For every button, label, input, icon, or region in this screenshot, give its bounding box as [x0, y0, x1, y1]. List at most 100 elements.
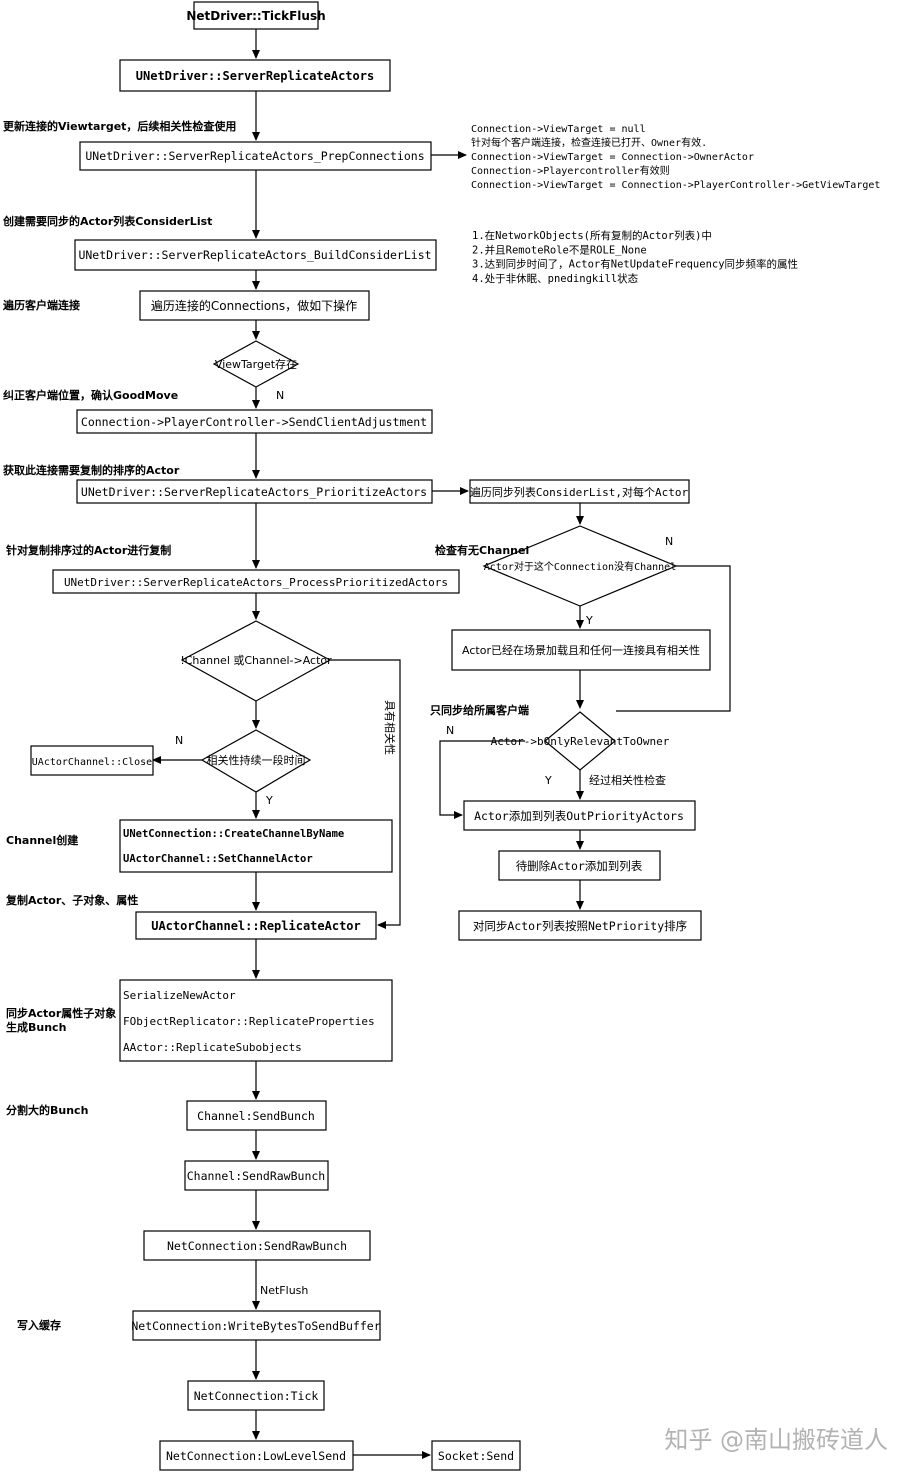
diamond-viewtarget [212, 340, 300, 388]
node-prioritize-actors: UNetDriver::ServerReplicateActors_Priori… [81, 485, 427, 499]
node-tick-flush: NetDriver::TickFlush [186, 9, 325, 23]
diamond-channel-actor [180, 620, 332, 702]
node-channel-or-actor: !Channel 或Channel->Actor [180, 654, 332, 667]
node-send-client-adjustment: Connection->PlayerController->SendClient… [81, 415, 427, 429]
box-send-bunch [186, 1100, 327, 1131]
label-correct-position: 纠正客户端位置，确认GoodMove [3, 388, 178, 402]
label-sync-properties-line2: 生成Bunch [6, 1020, 66, 1034]
node-server-replicate: UNetDriver::ServerReplicateActors [136, 69, 374, 83]
node-serialize-line3: AActor::ReplicateSubobjects [123, 1041, 302, 1054]
node-create-channel-line1: UNetConnection::CreateChannelByName [123, 828, 344, 840]
node-build-consider-list: UNetDriver::ServerReplicateActors_BuildC… [78, 248, 431, 262]
label-create-consider-list: 创建需要同步的Actor列表ConsiderList [2, 214, 212, 228]
node-actor-no-channel: Actor对于这个Connection没有Channel [484, 560, 676, 573]
box-iterate-consider [469, 479, 690, 504]
node-add-pending-delete: 待删除Actor添加到列表 [516, 859, 643, 873]
node-send-bunch: Channel:SendBunch [197, 1109, 315, 1123]
node-netconn-send-raw-bunch: NetConnection:SendRawBunch [167, 1239, 347, 1253]
box-create-channel [119, 819, 393, 873]
label-update-viewtarget: 更新连接的Viewtarget，后续相关性检查使用 [3, 119, 236, 133]
edge-owner-n [439, 740, 525, 819]
label-replicate-sorted: 针对复制排序过的Actor进行复制 [6, 543, 171, 557]
box-low-level-send [159, 1440, 354, 1471]
label-only-owner: 只同步给所属客户端 [430, 703, 529, 717]
edge-label-n-channel: N [665, 535, 673, 548]
node-actor-channel-close: UActorChannel::Close [32, 757, 152, 768]
label-split-bunch: 分割大的Bunch [6, 1103, 88, 1117]
node-send-raw-bunch: Channel:SendRawBunch [187, 1169, 325, 1183]
label-write-cache: 写入缓存 [17, 1318, 61, 1332]
diamond-no-channel [482, 525, 678, 607]
label-check-channel: 检查有无Channel [435, 543, 529, 557]
decision-diamonds [180, 340, 678, 793]
node-socket-send: Socket:Send [438, 1449, 514, 1463]
note-consider-line-4: 4.处于非休眠、pnedingkill状态 [472, 272, 639, 285]
node-relevancy-timeout: 相关性持续一段时间 [207, 753, 306, 767]
label-replicate-subobjects: 复制Actor、子对象、属性 [5, 893, 138, 907]
box-write-bytes [132, 1310, 381, 1341]
box-prioritize-actors [76, 479, 433, 504]
node-create-channel-line2: UActorChannel::SetChannelActor [123, 853, 313, 865]
label-sync-properties: 同步Actor属性子对象 生成Bunch [6, 1006, 120, 1034]
node-write-bytes: NetConnection:WriteBytesToSendBuffer [131, 1319, 380, 1333]
node-netconn-tick: NetConnection:Tick [194, 1389, 319, 1403]
box-send-raw-bunch [184, 1160, 329, 1191]
label-sync-properties-line1: 同步Actor属性子对象 [6, 1006, 116, 1020]
edge-has-relevance [330, 659, 401, 929]
box-replicate-actor [135, 911, 377, 940]
node-serialize-line1: SerializeNewActor [123, 989, 236, 1002]
side-labels: 更新连接的Viewtarget，后续相关性检查使用 创建需要同步的Actor列表… [2, 119, 529, 1332]
node-process-prioritized: UNetDriver::ServerReplicateActors_Proces… [64, 576, 448, 589]
note-consider-line-3: 3.达到同步时间了，Actor有NetUpdateFrequency同步频率的属… [472, 258, 798, 271]
edge-label-n-viewtarget: N [276, 389, 284, 402]
edge-label-has-relevance: 具有相关性 [383, 700, 397, 755]
node-actor-loaded-relevant: Actor已经在场景加载且和任何一连接具有相关性 [462, 643, 700, 657]
box-serialize [119, 979, 393, 1062]
node-viewtarget-exists: ViewTarget存在 [215, 357, 297, 371]
box-build-consider [74, 239, 437, 271]
edge-label-netflush: NetFlush [260, 1284, 308, 1297]
node-only-relevant-owner: Actor->bOnlyRelevantToOwner [491, 735, 670, 748]
note-prep-line-3: Connection->ViewTarget = Connection->Own… [471, 152, 754, 163]
note-consider: 1.在NetworkObjects(所有复制的Actor列表)中2.并且Remo… [472, 229, 798, 285]
edge-label-n-owner: N [446, 724, 454, 737]
box-prep-connections [79, 141, 432, 171]
node-prep-connections: UNetDriver::ServerReplicateActors_PrepCo… [85, 149, 424, 163]
node-iterate-connections: 遍历连接的Connections，做如下操作 [151, 298, 357, 313]
edge-labels: N N Y N Y 具有相关性 N Y 经过相关性检查 NetFlush [175, 389, 673, 1297]
node-replicate-actor: UActorChannel::ReplicateActor [151, 919, 361, 933]
diamond-relevancy [200, 729, 312, 793]
box-actor-loaded-relevant [451, 629, 711, 671]
box-sort-priority [458, 910, 702, 941]
edge-nochannel-n [616, 565, 731, 712]
node-texts: NetDriver::TickFlush UNetDriver::ServerR… [32, 9, 700, 1463]
node-low-level-send: NetConnection:LowLevelSend [166, 1449, 346, 1463]
node-add-out-priority: Actor添加到列表OutPriorityActors [474, 809, 684, 823]
node-sort-by-priority: 对同步Actor列表按照NetPriority排序 [473, 919, 687, 933]
box-socket-send [431, 1440, 521, 1471]
edge-label-y-relevancy: Y [265, 794, 273, 807]
node-serialize-line2: FObjectReplicator::ReplicateProperties [123, 1015, 375, 1028]
box-netconn-tick [187, 1380, 325, 1411]
edge-label-n-relevancy: N [175, 734, 183, 747]
box-netconn-raw-bunch [143, 1230, 371, 1261]
note-prep-line-4: Connection->Playercontroller有效则 [471, 164, 670, 177]
edge-label-y-channel: Y [585, 614, 593, 627]
box-server-replicate [119, 59, 391, 92]
note-prep-line-1: Connection->ViewTarget = null [471, 124, 646, 135]
label-channel-create: Channel创建 [6, 833, 79, 847]
watermark: 知乎 @南山搬砖道人 [664, 1426, 888, 1454]
note-consider-line-2: 2.并且RemoteRole不是ROLE_None [472, 243, 647, 256]
connector-lines [152, 29, 731, 1459]
label-iterate-clients: 遍历客户端连接 [2, 298, 80, 312]
note-prep-line-5: Connection->ViewTarget = Connection->Pla… [471, 180, 880, 191]
box-actor-channel-close [30, 745, 154, 776]
box-add-out-priority [463, 800, 696, 831]
edge-label-passed-relevance: 经过相关性检查 [589, 773, 666, 787]
edge-label-y-owner: Y [544, 774, 552, 787]
box-iterate-connections [139, 290, 370, 321]
box-send-adjustment [76, 409, 433, 434]
box-tickflush [193, 1, 319, 30]
note-prep-line-2: 针对每个客户端连接，检查连接已打开、Owner有效. [471, 136, 707, 149]
